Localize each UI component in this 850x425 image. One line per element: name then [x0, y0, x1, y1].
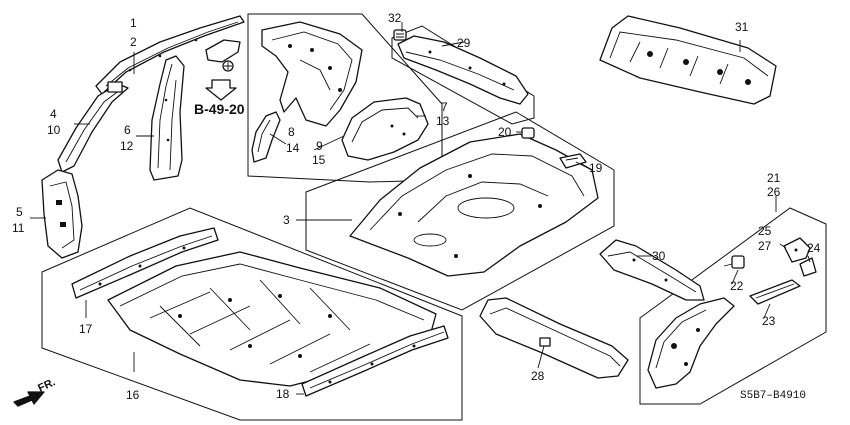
- callout-10: 10: [47, 123, 61, 137]
- part-small-bracket: [205, 39, 241, 72]
- group-box-rear-frame-right: [639, 207, 827, 405]
- callout-26: 26: [767, 185, 781, 199]
- part-inner-brace: [251, 111, 281, 163]
- callout-19: 19: [589, 161, 603, 175]
- callout-24: 24: [807, 241, 821, 255]
- part-clip-20: [521, 127, 535, 139]
- group-box-floor-pan: [41, 207, 463, 421]
- callout-21: 21: [767, 171, 781, 185]
- diagram-code: S5B7‒B4910: [740, 390, 806, 402]
- callout-9: 9: [316, 139, 323, 153]
- callout-5: 5: [16, 205, 23, 219]
- front-label: FR.: [36, 376, 57, 394]
- callout-28: 28: [531, 369, 545, 383]
- part-inner-panel: [261, 21, 363, 127]
- part-rear-shelf: [599, 15, 777, 105]
- callout-15: 15: [312, 153, 326, 167]
- callout-8: 8: [288, 125, 295, 139]
- callout-29: 29: [457, 36, 471, 50]
- callout-4: 4: [50, 107, 57, 121]
- callout-1: 1: [130, 16, 137, 30]
- part-side-sill-18: [301, 325, 449, 397]
- part-rear-floor: [349, 133, 599, 277]
- part-roof-rail: [95, 15, 245, 95]
- callout-27: 27: [758, 239, 772, 253]
- part-rear-crossmember: [397, 35, 529, 105]
- callout-17: 17: [79, 322, 93, 336]
- group-box-rear-floor: [305, 111, 615, 311]
- callout-13: 13: [436, 114, 450, 128]
- part-rear-crossmember-30: [599, 239, 705, 301]
- part-rear-side-frame: [479, 297, 629, 379]
- reference-arrow: [205, 79, 237, 101]
- part-front-floor: [107, 251, 437, 387]
- part-rear-frame: [647, 297, 735, 389]
- part-bracket-22: [723, 255, 745, 269]
- part-center-pillar: [149, 55, 185, 181]
- callout-3: 3: [283, 213, 290, 227]
- reference-label: B-49-20: [194, 101, 245, 117]
- part-side-sill-17: [71, 227, 219, 299]
- callout-22: 22: [730, 279, 744, 293]
- part-bolt: [393, 29, 407, 41]
- callout-31: 31: [735, 20, 749, 34]
- callout-23: 23: [762, 314, 776, 328]
- callout-30: 30: [652, 249, 666, 263]
- part-lower-pillar: [41, 169, 83, 259]
- callout-2: 2: [130, 35, 137, 49]
- callout-25: 25: [758, 224, 772, 238]
- part-bracket-24: [799, 257, 817, 277]
- callout-6: 6: [124, 123, 131, 137]
- callout-11: 11: [12, 221, 25, 235]
- group-box-rear-frame-29: [391, 25, 535, 125]
- part-extension-23: [749, 279, 801, 305]
- part-bracket-19: [559, 153, 587, 169]
- part-wheelhouse: [341, 97, 429, 161]
- callout-7: 7: [441, 100, 448, 114]
- callout-18: 18: [276, 387, 290, 401]
- callout-20: 20: [498, 125, 512, 139]
- callout-16: 16: [126, 388, 140, 402]
- callout-14: 14: [286, 141, 300, 155]
- callout-32: 32: [388, 11, 402, 25]
- front-direction-arrow-icon: [13, 391, 45, 407]
- callout-12: 12: [120, 139, 134, 153]
- part-gusset-25: [783, 237, 811, 263]
- part-front-pillar: [57, 81, 129, 173]
